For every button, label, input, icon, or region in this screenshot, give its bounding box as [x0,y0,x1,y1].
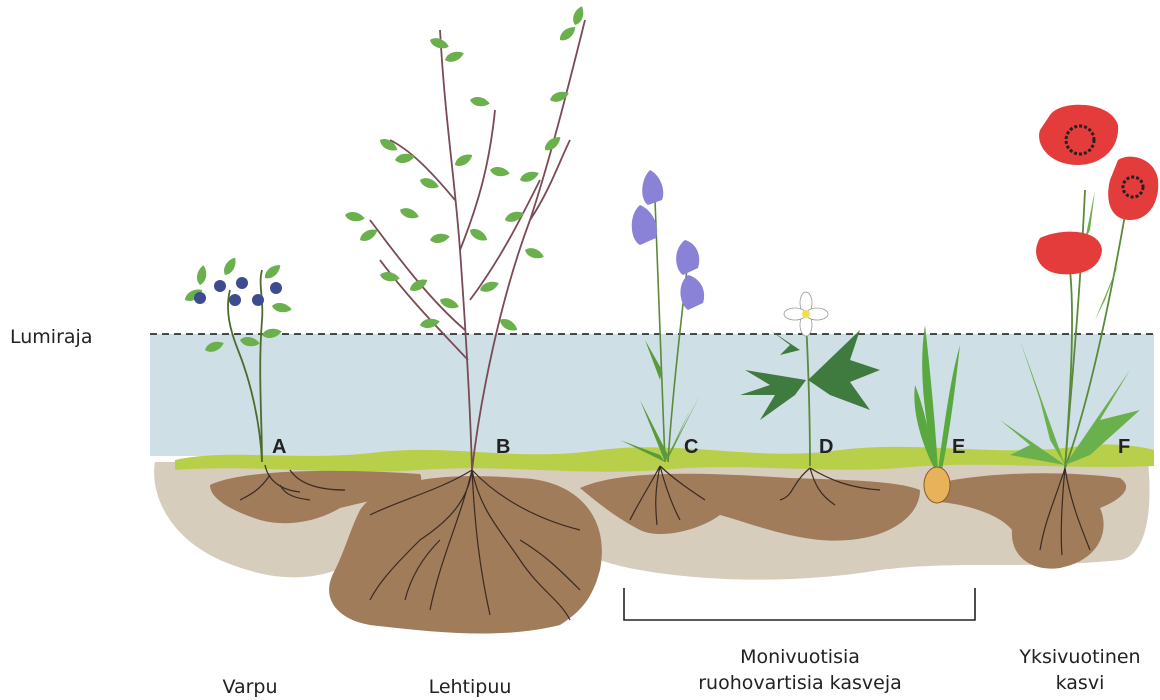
label-perennials-line2: ruohovartisia kasveja [650,670,950,696]
perennials-bracket [624,588,975,620]
plant-letter-f: F [1118,436,1130,459]
label-annual-line1: Yksivuotinen [1005,644,1155,670]
plant-letter-c: C [684,436,698,459]
plant-letter-d: D [819,436,833,459]
plant-letter-b: B [496,436,510,459]
snow-line-label: Lumiraja [10,324,92,350]
root-zone-b [329,476,602,633]
label-annual-line2: kasvi [1005,670,1155,696]
plant-letter-e: E [952,436,965,459]
label-lehtipuu: Lehtipuu [410,674,530,700]
plant-letter-a: A [272,436,286,459]
label-perennials: Monivuotisia ruohovartisia kasveja [650,644,950,696]
label-perennials-line1: Monivuotisia [650,644,950,670]
snow-layer [150,334,1154,456]
label-annual: Yksivuotinen kasvi [1005,644,1155,696]
label-varpu: Varpu [200,674,300,700]
